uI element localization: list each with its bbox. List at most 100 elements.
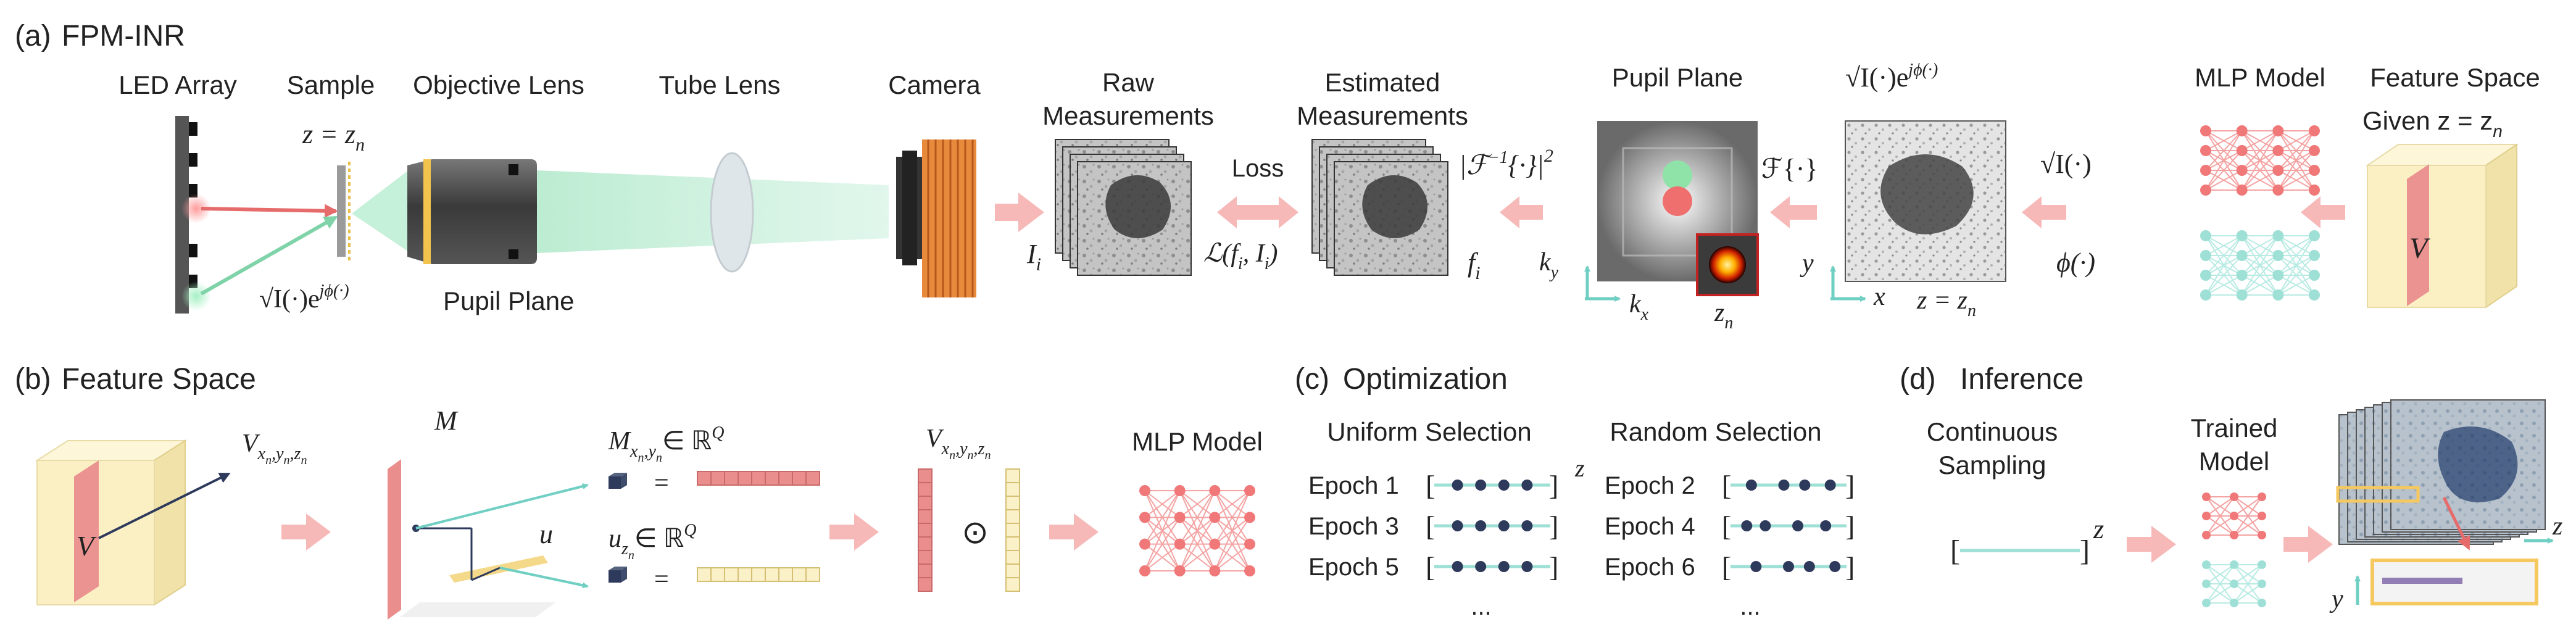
arrow-feature-to-mlp bbox=[2301, 196, 2345, 228]
network-node bbox=[2309, 289, 2320, 301]
raw-label-line2: Measurements bbox=[1042, 101, 1214, 130]
vector-cell bbox=[1005, 563, 1020, 578]
network-node bbox=[1209, 565, 1221, 576]
mlp-network-phase bbox=[2200, 230, 2320, 301]
zn-label: zn bbox=[1714, 299, 1733, 333]
led-array-bar bbox=[175, 116, 189, 314]
arrow-factors-to-product bbox=[829, 513, 879, 551]
ky-label: ky bbox=[1539, 248, 1559, 282]
network-edge bbox=[2242, 130, 2279, 151]
range-bracket: ] bbox=[1845, 470, 1855, 501]
estimated-label-line2: Measurements bbox=[1297, 101, 1468, 130]
network-node bbox=[1139, 565, 1150, 576]
phase-label: ϕ(·) bbox=[2056, 247, 2095, 278]
vector-cell bbox=[918, 482, 933, 497]
panel-b-mlp-title: MLP Model bbox=[1132, 427, 1263, 456]
network-node bbox=[2272, 145, 2284, 156]
network-node bbox=[2230, 512, 2238, 520]
epoch-label: Epoch 2 bbox=[1605, 472, 1695, 499]
network-node bbox=[2309, 185, 2320, 196]
slice-pointer-arrow bbox=[2442, 496, 2470, 551]
panel-a-label: (a) bbox=[15, 20, 51, 52]
tube-lens-label: Tube Lens bbox=[659, 70, 781, 99]
network-edge bbox=[2233, 496, 2262, 517]
network-node bbox=[2202, 512, 2211, 520]
network-edge bbox=[1179, 490, 1216, 571]
network-edge bbox=[2206, 564, 2235, 604]
network-edge bbox=[2241, 130, 2279, 171]
tube-lens bbox=[710, 152, 754, 273]
sample-dot bbox=[1475, 520, 1487, 531]
network-edge bbox=[2242, 170, 2279, 191]
m-lookup-arrow bbox=[415, 483, 589, 530]
network-node bbox=[2272, 289, 2284, 301]
range-bracket: [ bbox=[1722, 470, 1731, 501]
network-node bbox=[2272, 270, 2284, 281]
vector-cell bbox=[710, 567, 725, 582]
vector-cell bbox=[1005, 509, 1020, 524]
network-edge bbox=[2241, 235, 2279, 276]
network-node bbox=[2258, 599, 2266, 607]
sample-label: Sample bbox=[287, 70, 375, 99]
panel-d: (d) Inference Continuous Sampling [ ] z … bbox=[1900, 363, 2562, 613]
network-node bbox=[2202, 531, 2211, 539]
vector-cell bbox=[792, 567, 807, 582]
network-node bbox=[2230, 531, 2238, 539]
network-edge bbox=[2205, 130, 2243, 171]
field-label-bottom: √I(·)ejϕ(·) bbox=[259, 281, 349, 314]
m-vector-cells bbox=[697, 471, 820, 486]
network-node bbox=[2236, 289, 2248, 301]
network-edge bbox=[2233, 515, 2262, 536]
epoch-selection-rows: Epoch 1[]Epoch 2[]Epoch 3[]Epoch 4[]Epoc… bbox=[1308, 470, 1855, 583]
continuous-line1: Continuous bbox=[1927, 417, 2058, 446]
vector-cell bbox=[805, 471, 820, 486]
vector-cell bbox=[724, 471, 739, 486]
range-bracket: [ bbox=[1426, 470, 1435, 501]
pupil-plane-bottom-label: Pupil Plane bbox=[443, 286, 574, 315]
network-node bbox=[1174, 565, 1186, 576]
sample-dot bbox=[1475, 561, 1487, 572]
network-node bbox=[2236, 250, 2248, 261]
random-selection-title: Random Selection bbox=[1610, 417, 1821, 446]
network-node bbox=[2200, 250, 2211, 261]
vector-cell bbox=[1005, 523, 1020, 538]
arrow-field-to-pupil bbox=[1770, 196, 1817, 228]
camera-label: Camera bbox=[888, 70, 981, 99]
sample-dot bbox=[1741, 520, 1753, 531]
network-node bbox=[2202, 599, 2211, 607]
arrow-sampling-to-model bbox=[2127, 526, 2176, 563]
network-node bbox=[2309, 125, 2320, 136]
vector-cell bbox=[918, 468, 933, 483]
illumination-ray-red bbox=[201, 204, 338, 218]
vector-cell bbox=[918, 509, 933, 524]
network-edge bbox=[1144, 490, 1181, 545]
ground-shadow bbox=[400, 602, 555, 617]
raw-label-line1: Raw bbox=[1102, 68, 1155, 97]
network-node bbox=[1244, 538, 1255, 550]
network-edge bbox=[2205, 235, 2243, 256]
network-node bbox=[2200, 230, 2211, 241]
network-edge bbox=[2206, 564, 2235, 584]
led-chip bbox=[189, 122, 197, 136]
network-edge bbox=[2241, 235, 2279, 296]
u-equals: = bbox=[654, 565, 669, 594]
vector-cell bbox=[751, 567, 766, 582]
sample-dot bbox=[1824, 480, 1836, 491]
trained-network-amplitude bbox=[2202, 492, 2266, 539]
network-edge bbox=[2205, 235, 2243, 276]
u-cube-icon bbox=[609, 567, 627, 583]
complex-field-title: √I(·)ejϕ(·) bbox=[1845, 60, 1938, 93]
network-node bbox=[1174, 485, 1186, 496]
m-plane bbox=[388, 459, 401, 620]
m-plane-label: M bbox=[434, 405, 459, 436]
network-node bbox=[1139, 485, 1150, 496]
network-node bbox=[2200, 270, 2211, 281]
trained-line1: Trained bbox=[2191, 414, 2278, 443]
forward-ft-label: ℱ{·} bbox=[1761, 154, 1818, 184]
network-node bbox=[2258, 512, 2266, 520]
vector-cell bbox=[1005, 496, 1020, 510]
vector-cell bbox=[1005, 577, 1020, 592]
network-edge bbox=[1144, 517, 1181, 571]
led-array-label: LED Array bbox=[118, 70, 236, 99]
network-node bbox=[2272, 250, 2284, 261]
